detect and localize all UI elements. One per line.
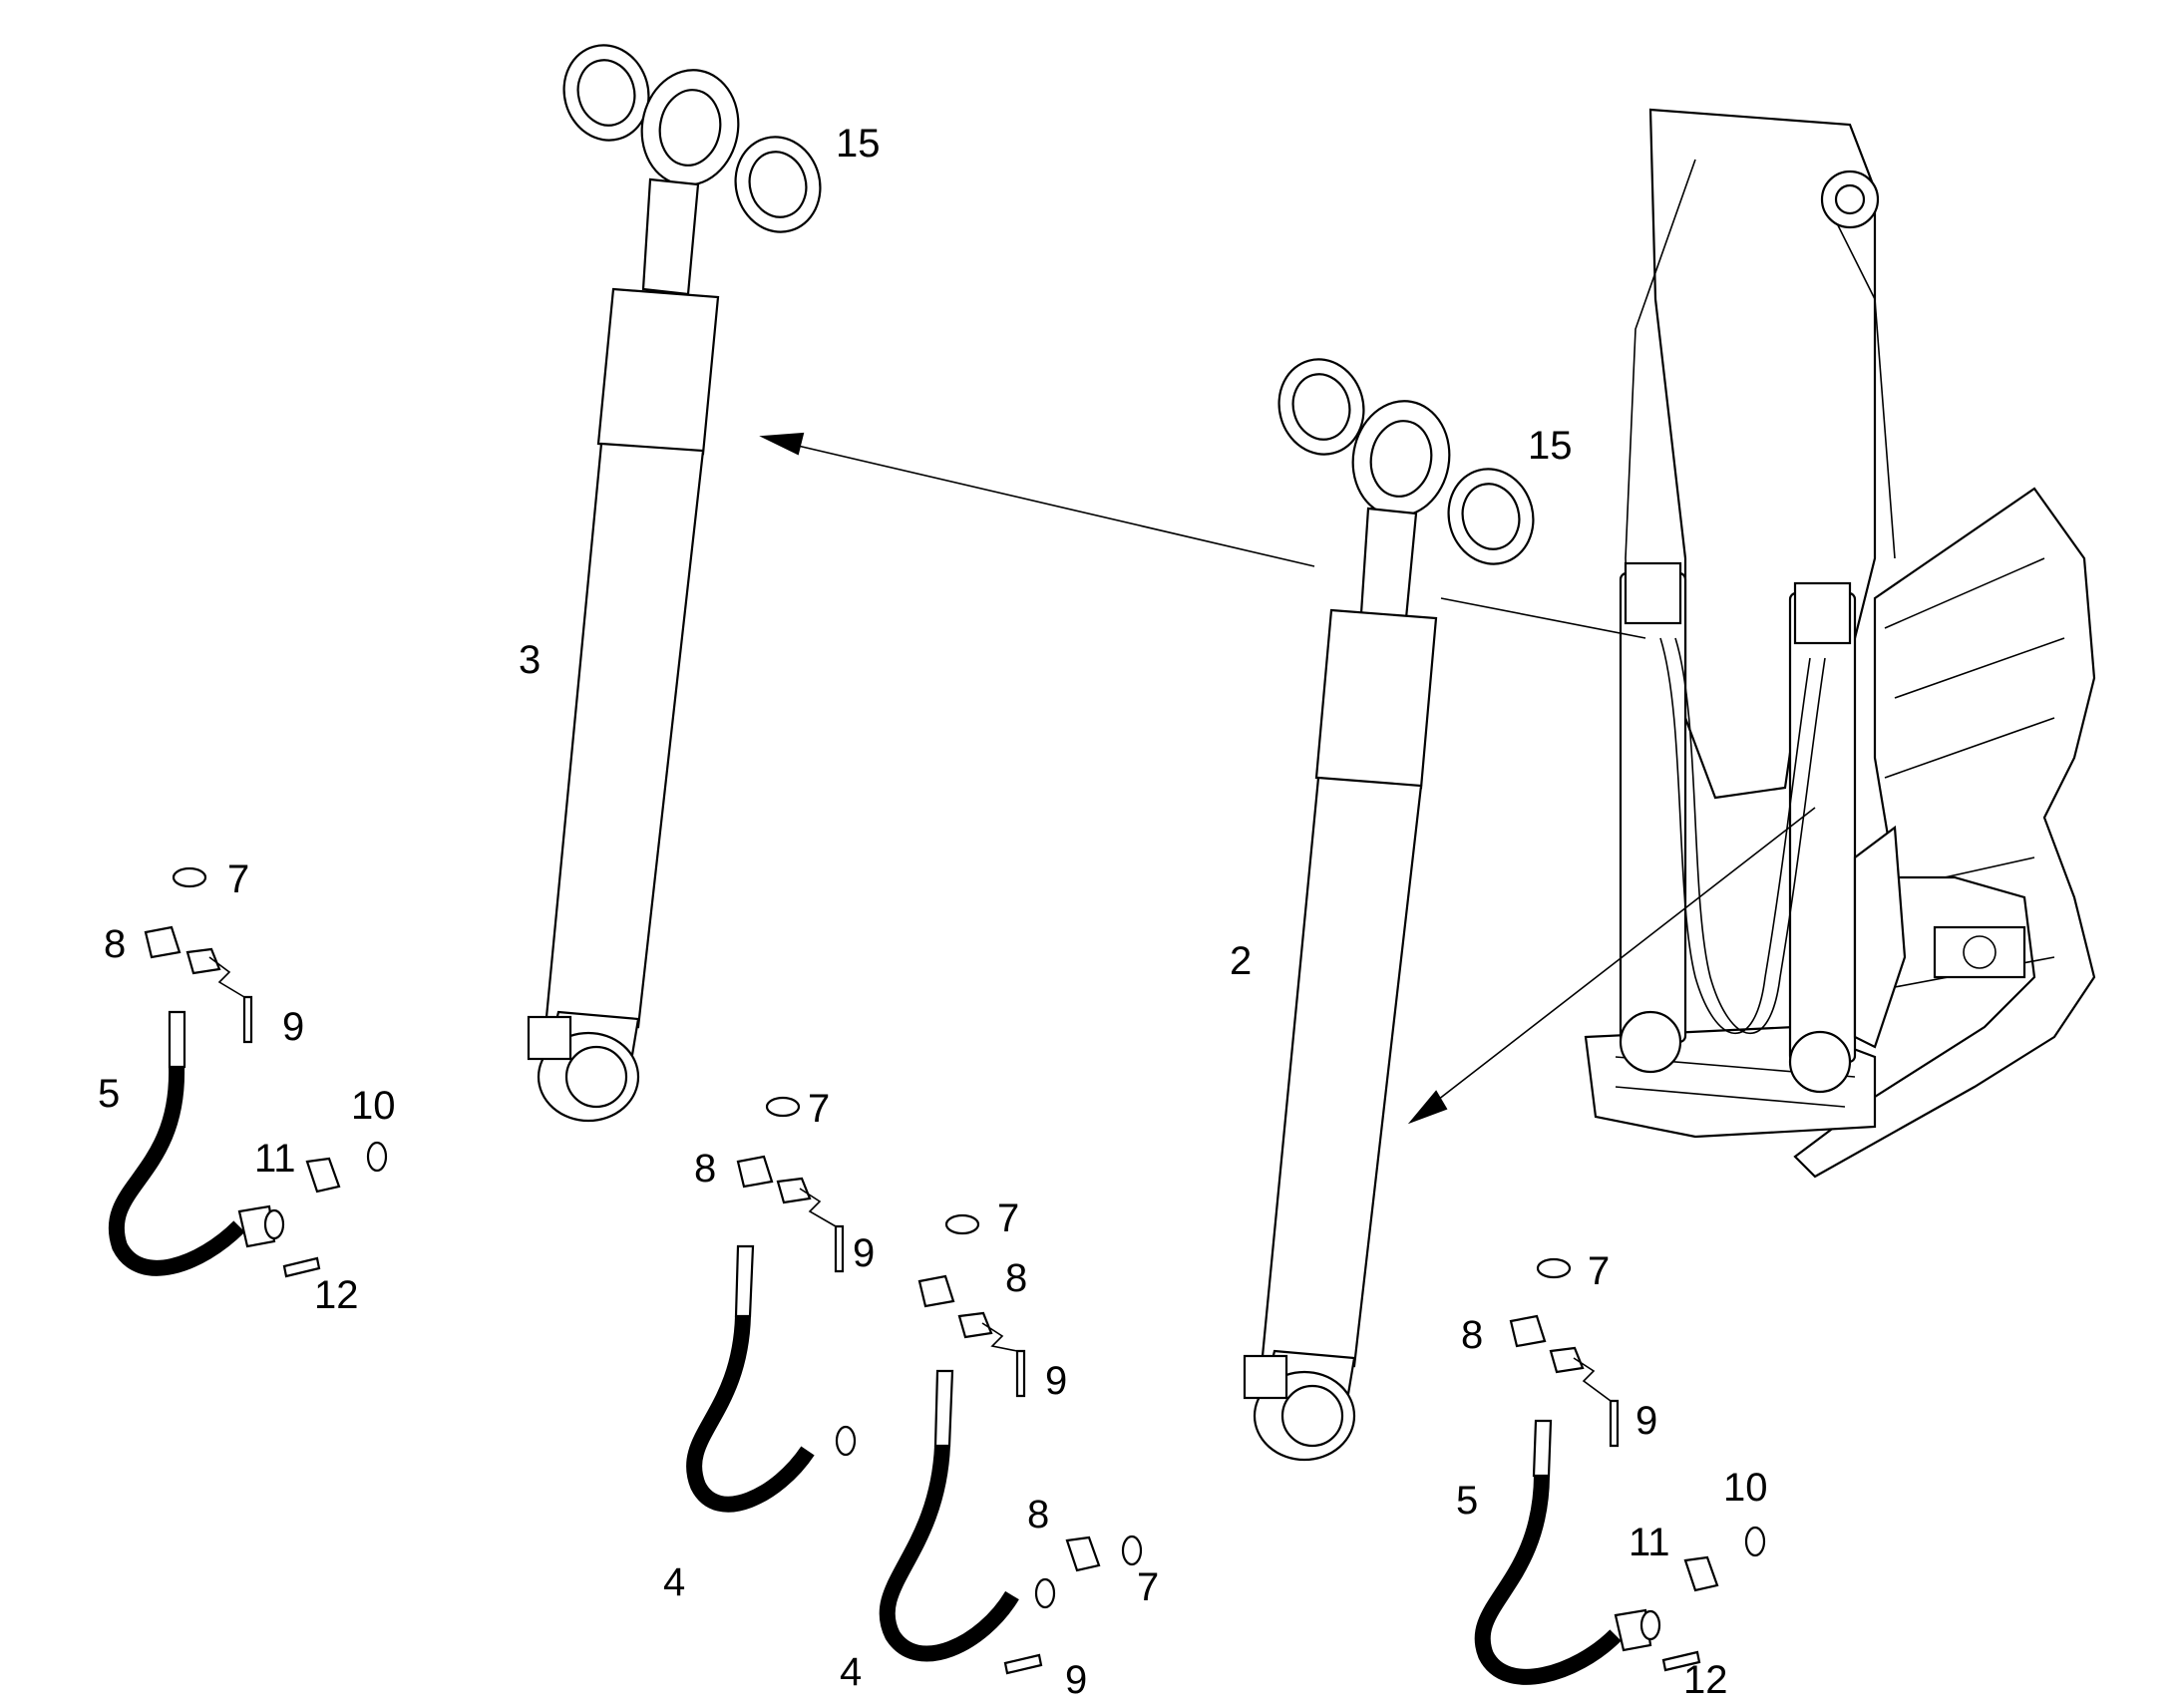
callout-7: 7 <box>997 1196 1019 1240</box>
callout-5: 5 <box>98 1072 120 1116</box>
callout-8: 8 <box>104 922 126 966</box>
callout-12: 12 <box>1683 1658 1728 1702</box>
callout-labels: 15 15 3 2 7 8 9 5 10 11 12 7 8 9 4 7 8 9… <box>98 122 1768 1702</box>
hose-assembly-5-left <box>108 866 388 1278</box>
callout-9: 9 <box>282 1005 304 1049</box>
callout-7: 7 <box>808 1087 830 1131</box>
callout-11: 11 <box>1629 1521 1670 1564</box>
callout-15-center: 15 <box>1528 424 1573 468</box>
callout-10: 10 <box>1723 1466 1768 1510</box>
callout-8: 8 <box>1027 1493 1049 1537</box>
callout-8: 8 <box>1005 1256 1027 1300</box>
callout-11: 11 <box>254 1137 296 1181</box>
callout-7: 7 <box>1137 1565 1159 1609</box>
callout-4: 4 <box>663 1560 685 1604</box>
callout-8: 8 <box>1461 1313 1483 1357</box>
callout-7: 7 <box>1588 1249 1610 1293</box>
callout-3: 3 <box>519 638 541 682</box>
callout-15-top: 15 <box>836 122 881 166</box>
callout-9: 9 <box>1065 1658 1087 1702</box>
callout-7: 7 <box>227 857 249 901</box>
callout-9: 9 <box>853 1231 875 1275</box>
callout-10: 10 <box>351 1084 396 1128</box>
hose-assembly-5-right <box>1474 1257 1766 1685</box>
callout-9: 9 <box>1635 1399 1657 1443</box>
hydraulic-cylinder-2 <box>1243 358 1535 1462</box>
callout-12: 12 <box>314 1273 359 1317</box>
callout-4: 4 <box>840 1650 862 1694</box>
machine-frame-assembly <box>1584 108 2096 1179</box>
hose-assembly-4-b <box>879 1213 1143 1675</box>
arrow-lines <box>759 432 1816 1125</box>
callout-2: 2 <box>1230 939 1252 983</box>
callout-9: 9 <box>1045 1359 1067 1403</box>
callout-8: 8 <box>694 1147 716 1191</box>
hose-assembly-4-a <box>686 1096 857 1513</box>
callout-5: 5 <box>1456 1479 1478 1523</box>
hydraulic-cylinder-3 <box>527 44 822 1123</box>
